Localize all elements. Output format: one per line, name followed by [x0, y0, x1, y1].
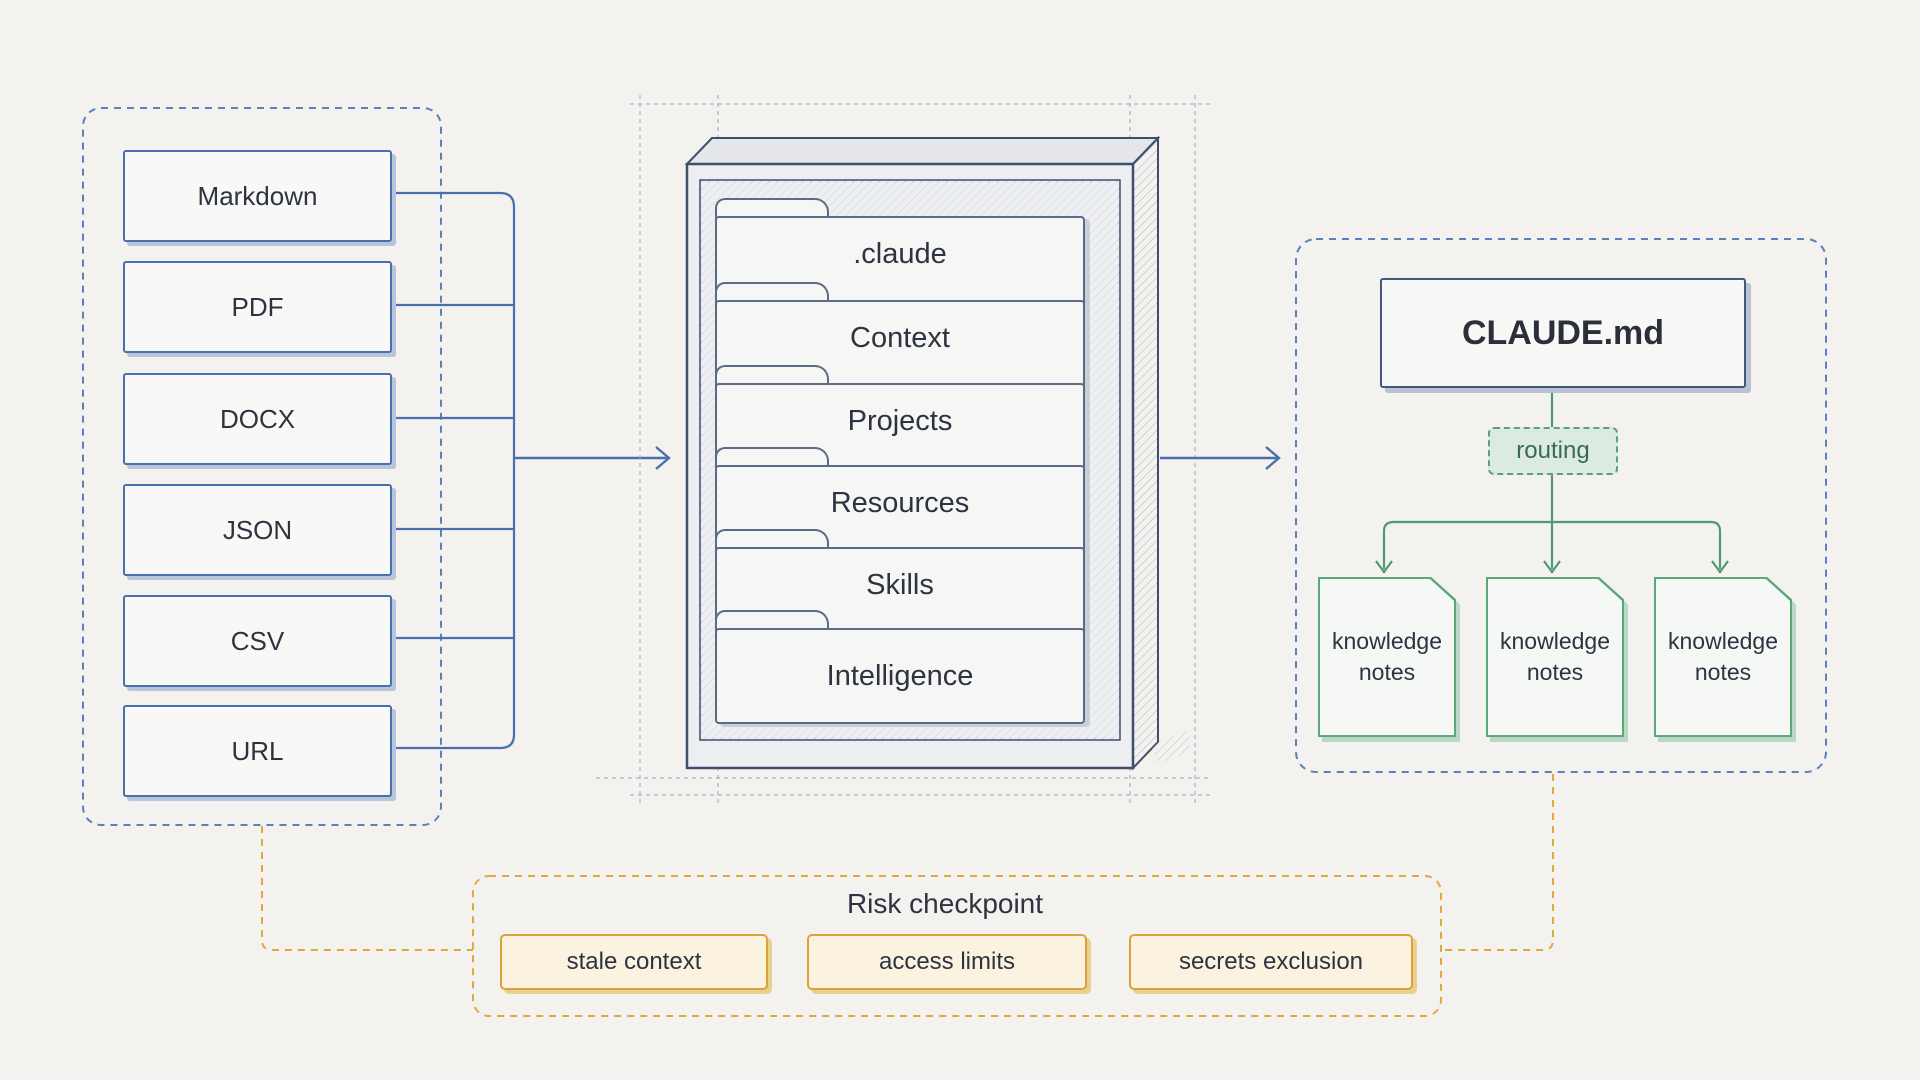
source-csv: CSV — [123, 595, 392, 687]
note-label-line: notes — [1358, 659, 1416, 685]
note-label-line: knowledge — [1668, 628, 1778, 654]
note-label: knowledge notes — [1488, 579, 1622, 735]
source-markdown: Markdown — [123, 150, 392, 242]
risk-connectors — [261, 774, 1554, 951]
source-label: Markdown — [197, 180, 318, 211]
arrow-to-vault — [514, 446, 671, 470]
folder-context: Context — [715, 282, 1085, 390]
folder-tab — [715, 282, 829, 304]
routing-label: routing — [1516, 437, 1590, 464]
note-label-line: knowledge — [1332, 628, 1442, 654]
note-label: knowledge notes — [1320, 579, 1454, 735]
note-label: knowledge notes — [1656, 579, 1790, 735]
source-json: JSON — [123, 484, 392, 576]
source-label: JSON — [222, 514, 293, 545]
source-bracket — [390, 191, 516, 750]
folder-projects: Projects — [715, 365, 1085, 473]
risk-item-label: access limits — [878, 948, 1016, 975]
claude-md-label: CLAUDE.md — [1461, 313, 1665, 352]
folder-tab — [715, 447, 829, 469]
source-label: DOCX — [219, 403, 296, 434]
folder-skills: Skills — [715, 529, 1085, 637]
risk-item-access-limits: access limits — [807, 934, 1087, 990]
source-label: URL — [231, 735, 284, 766]
source-pdf: PDF — [123, 261, 392, 353]
note-label-line: notes — [1694, 659, 1752, 685]
knowledge-note-2: knowledge notes — [1486, 577, 1624, 737]
risk-group-border — [472, 875, 1442, 1017]
risk-checkpoint-title: Risk checkpoint — [846, 888, 1044, 919]
claude-md-file: CLAUDE.md — [1380, 278, 1746, 388]
knowledge-note-3: knowledge notes — [1654, 577, 1792, 737]
output-group-border — [1295, 238, 1827, 773]
note-label-wrap: knowledge notes — [1668, 626, 1778, 688]
source-group-border — [82, 107, 442, 826]
routing-badge: routing — [1488, 427, 1618, 475]
folder-tab — [715, 610, 829, 632]
source-url: URL — [123, 705, 392, 797]
knowledge-note-1: knowledge notes — [1318, 577, 1456, 737]
note-label-line: knowledge — [1500, 628, 1610, 654]
folder-tab — [715, 529, 829, 551]
arrow-to-output — [1160, 446, 1281, 470]
folder-resources: Resources — [715, 447, 1085, 555]
folder-label: Intelligence — [715, 628, 1085, 724]
folder-tab — [715, 198, 829, 220]
risk-item-label: stale context — [566, 948, 702, 975]
source-label: CSV — [230, 625, 285, 656]
folder-intelligence: Intelligence — [715, 610, 1085, 724]
source-label: PDF — [231, 291, 284, 322]
risk-item-stale-context: stale context — [500, 934, 768, 990]
note-label-line: notes — [1526, 659, 1584, 685]
folder-tab — [715, 365, 829, 387]
risk-item-label: secrets exclusion — [1178, 948, 1364, 975]
source-docx: DOCX — [123, 373, 392, 465]
routing-tree — [1375, 386, 1729, 574]
note-label-wrap: knowledge notes — [1332, 626, 1442, 688]
folder-claude: .claude — [715, 198, 1085, 306]
risk-item-secrets-exclusion: secrets exclusion — [1129, 934, 1413, 990]
note-label-wrap: knowledge notes — [1500, 626, 1610, 688]
